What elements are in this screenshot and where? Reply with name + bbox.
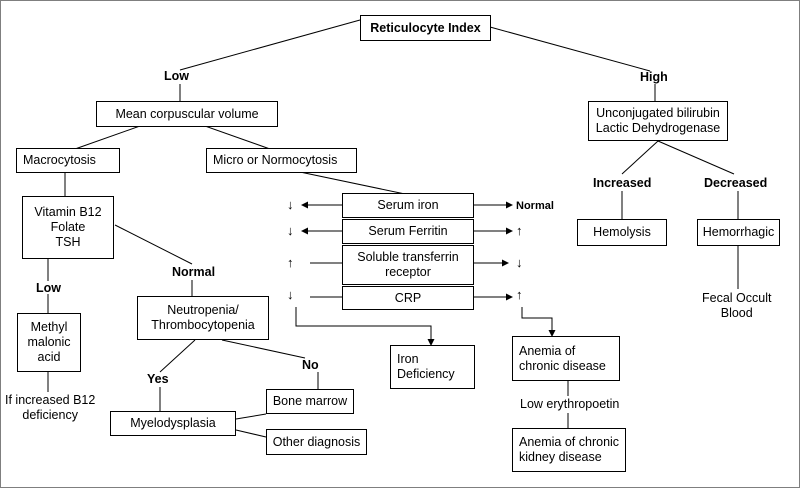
edge-micro-iron: [299, 171, 406, 195]
node-unconjugated: Unconjugated bilirubin Lactic Dehydrogen…: [588, 101, 728, 141]
node-anemia-chronic: Anemia of chronic disease: [512, 336, 620, 381]
node-neutropenia: Neutropenia/ Thrombocytopenia: [137, 296, 269, 340]
node-hemolysis: Hemolysis: [577, 219, 667, 246]
arrow-up-crp: ↑: [516, 287, 523, 302]
label-decreased: Decreased: [704, 176, 768, 190]
node-other-diagnosis: Other diagnosis: [266, 429, 367, 455]
edge-neutro-no: [221, 339, 306, 359]
label-normal-mid: Normal: [172, 265, 216, 279]
label-if-increased: If increased B12 deficiency: [5, 393, 96, 422]
label-normal-iron: Normal: [516, 200, 554, 212]
node-serum-iron: Serum iron: [342, 193, 474, 218]
node-mcv: Mean corpuscular volume: [96, 101, 278, 127]
node-bone-marrow: Bone marrow: [266, 389, 354, 414]
edge-vit-normal: [114, 224, 193, 265]
node-myelodysplasia: Myelodysplasia: [110, 411, 236, 436]
arrow-down-transferrin: ↓: [516, 255, 523, 270]
label-fecal-occult: Fecal Occult Blood: [702, 291, 772, 320]
arrow-down-ferritin: ↓: [287, 223, 294, 238]
edge-unconj-inc: [621, 140, 659, 175]
edge-myelo-bm: [235, 413, 267, 420]
node-macrocytosis: Macrocytosis: [16, 148, 120, 173]
arrow-up-ferritin: ↑: [516, 223, 523, 238]
label-high-top: High: [640, 70, 668, 84]
edge-mcv-macro: [74, 125, 141, 150]
node-reticulocyte-index: Reticulocyte Index: [360, 15, 491, 41]
edge-to-irondef: [295, 307, 435, 346]
node-methyl-malonic: Methyl malonic acid: [17, 313, 81, 372]
label-no: No: [302, 358, 319, 372]
edge-myelo-other: [235, 429, 267, 438]
node-crp: CRP: [342, 286, 474, 310]
label-low-mid: Low: [36, 281, 61, 295]
edge-ri-high: [489, 26, 651, 72]
node-serum-ferritin: Serum Ferritin: [342, 219, 474, 244]
node-anemia-ckd: Anemia of chronic kidney disease: [512, 428, 626, 472]
arrow-up-transferrin: ↑: [287, 255, 294, 270]
node-soluble-transferrin: Soluble transferrin receptor: [342, 245, 474, 285]
arrow-down-iron: ↓: [287, 197, 294, 212]
edge-neutro-yes: [159, 339, 196, 373]
node-vitamin-b12: Vitamin B12 Folate TSH: [22, 196, 114, 259]
edge-to-anemia-chronic: [521, 307, 556, 337]
arrow-down-crp: ↓: [287, 287, 294, 302]
edge-unconj-dec: [657, 140, 735, 175]
node-micro-normocytosis: Micro or Normocytosis: [206, 148, 357, 173]
label-low-top: Low: [164, 69, 189, 83]
label-low-erythropoetin: Low erythropoetin: [520, 397, 620, 411]
label-increased: Increased: [593, 176, 652, 190]
node-iron-deficiency: Iron Deficiency: [390, 345, 475, 389]
edge-ri-low: [179, 19, 361, 71]
edge-mcv-micro: [204, 125, 271, 150]
label-yes: Yes: [147, 372, 169, 386]
node-hemorrhagic: Hemorrhagic: [697, 219, 780, 246]
